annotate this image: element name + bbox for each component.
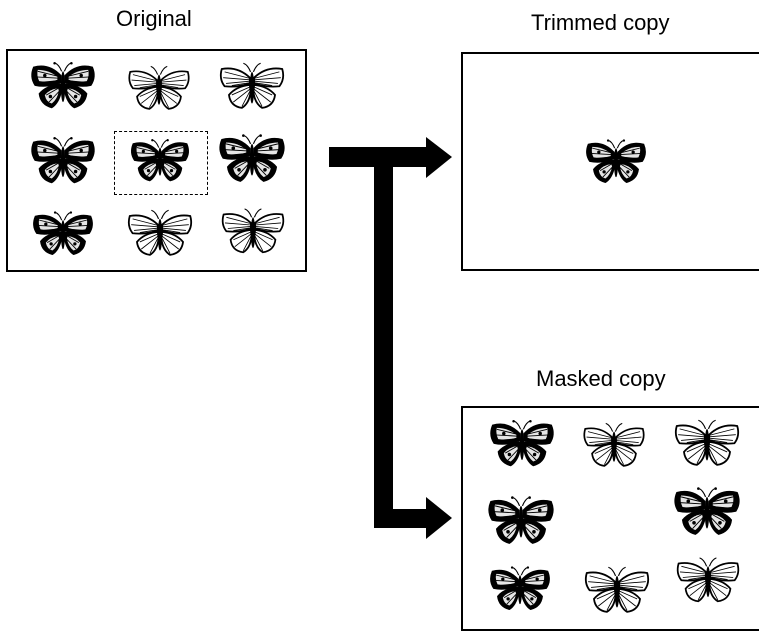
arrow-right-icon (426, 497, 452, 539)
trimmed-copy-panel (461, 52, 759, 271)
masked-copy-title: Masked copy (536, 366, 666, 391)
arrow-right-icon (426, 137, 452, 178)
selection-box (114, 131, 208, 195)
masked-copy-panel (461, 406, 759, 631)
original-title: Original (116, 6, 192, 31)
original-image-panel (6, 49, 307, 272)
connector-bottom (374, 509, 429, 528)
connector-vertical (374, 147, 393, 528)
trimmed-copy-title: Trimmed copy (531, 10, 670, 35)
